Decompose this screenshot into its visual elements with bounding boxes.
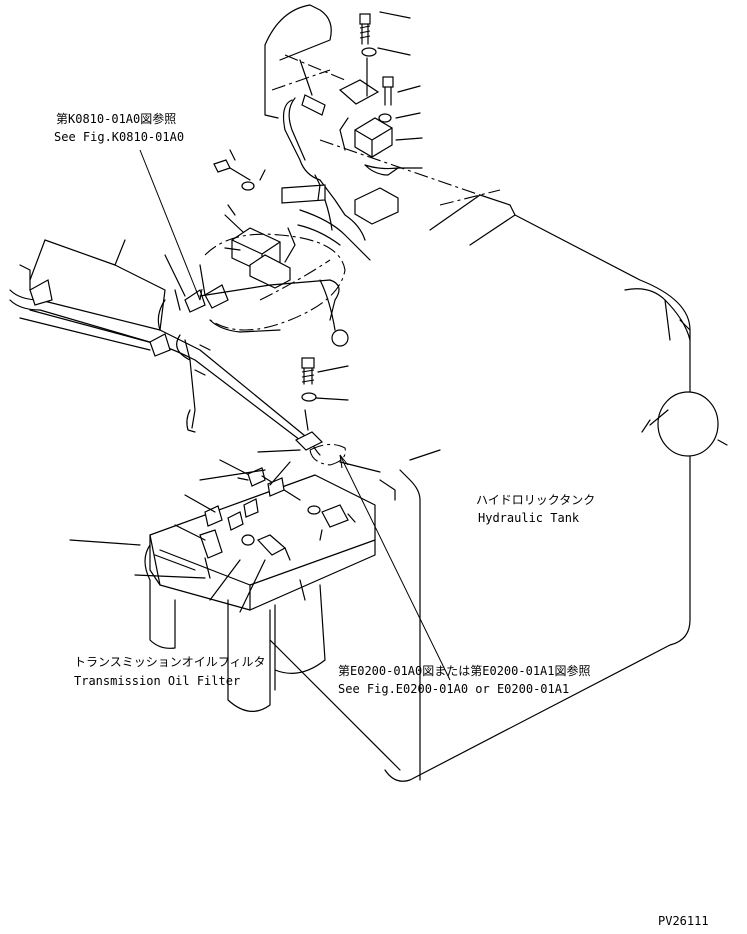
filter-bracket — [69, 459, 376, 712]
ref-k0810-label-jp: 第K0810-01A0図参照 — [56, 112, 177, 126]
ref-k0810-label-en: See Fig.K0810-01A0 — [54, 130, 185, 144]
ref-e0200-label-en: See Fig.E0200-01A0 or E0200-01A1 — [338, 682, 570, 696]
hydraulic-tank — [264, 4, 728, 782]
hydraulic-tank-label-jp: ハイドロリックタンク — [476, 493, 596, 507]
sight-gauge — [657, 391, 719, 457]
leader-lines — [139, 149, 451, 681]
drawing-number: PV26111 — [658, 914, 709, 928]
ref-e0200-label-jp: 第E0200-01A0図または第E0200-01A1図参照 — [338, 664, 591, 678]
top-hardware — [282, 11, 423, 241]
transmission-filter-label-en: Transmission Oil Filter — [74, 674, 241, 688]
center-clamp — [257, 357, 381, 473]
hydraulic-tank-label-en: Hydraulic Tank — [478, 511, 580, 525]
relay-bracket-assembly — [164, 149, 371, 433]
harness-cable — [9, 239, 321, 456]
transmission-filter-label-jp: トランスミッションオイルフィルタ — [74, 655, 266, 669]
